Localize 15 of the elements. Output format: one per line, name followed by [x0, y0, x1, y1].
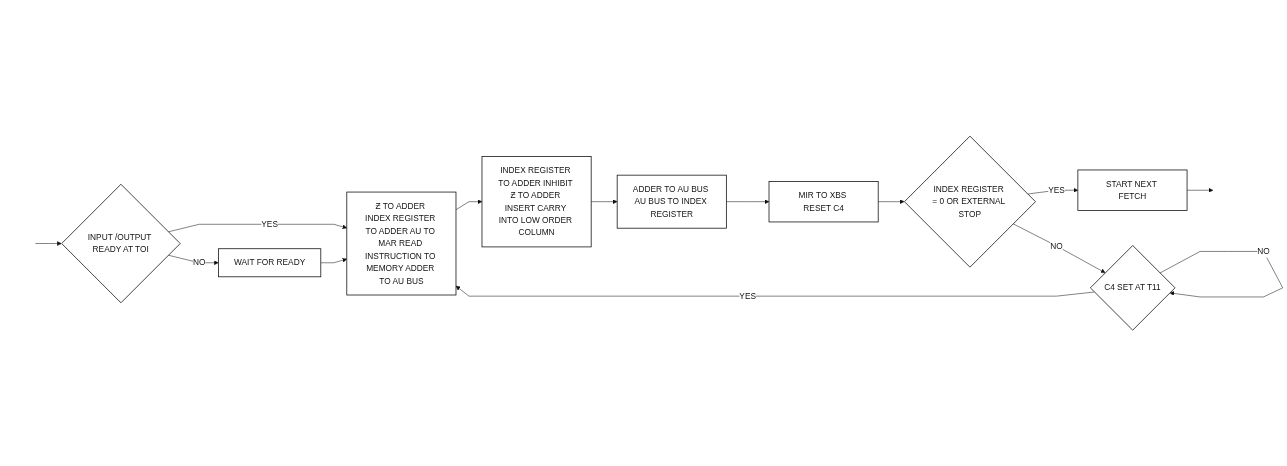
edge-label: YES	[261, 219, 278, 229]
edge-label: NO	[192, 257, 206, 267]
node-box: INDEX REGISTER TO ADDER INHIBIT Ƶ TO ADDER INSERT CARRY INTO LOW ORDER COLUMN	[481, 155, 592, 248]
node-diamond: INDEX REGISTER = 0 OR EXTERNAL STOP	[904, 135, 1036, 268]
edge-label: YES	[1048, 185, 1065, 195]
edge-label: NO	[1257, 246, 1270, 256]
node-box: START NEXT FETCH	[1077, 169, 1188, 211]
node-box: MIR TO XBS RESET C4	[768, 180, 879, 223]
node-box: WAIT FOR READY	[218, 248, 322, 278]
edge-label: NO	[1050, 241, 1063, 250]
node-box: ADDER TO AU BUS AU BUS TO INDEX REGISTER	[616, 174, 727, 229]
node-diamond: INPUT /OUTPUT READY AT TOI	[61, 183, 181, 304]
edge-label: YES	[739, 291, 757, 301]
node-diamond: C4 SET AT T11	[1090, 244, 1176, 331]
node-box: Ƶ TO ADDER INDEX REGISTER TO ADDER AU TO MAR READ INSTRUCTION TO MEMORY ADDER TO AU BUS	[346, 191, 457, 296]
